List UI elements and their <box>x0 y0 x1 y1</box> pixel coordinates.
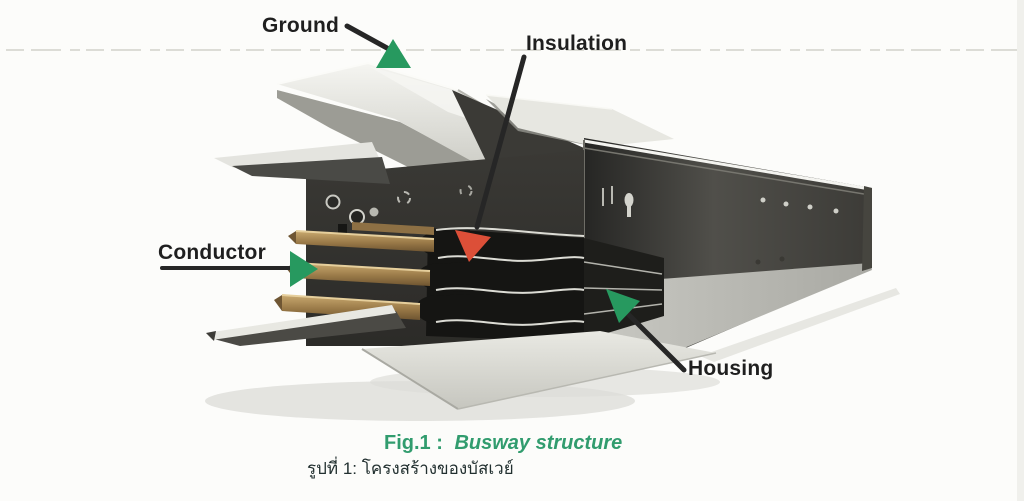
housing-leader-line <box>622 308 687 373</box>
insulation-sleeves-shape <box>415 227 664 342</box>
caption-title: Busway structure <box>454 432 623 454</box>
caption-number: Fig.1 : <box>384 432 443 454</box>
figure-caption-en: Fig.1 : Busway structure <box>384 432 622 455</box>
top-right-flange-shape <box>485 94 674 147</box>
ground-arrowhead-icon <box>376 39 411 68</box>
annotations <box>160 23 687 373</box>
label-conductor: Conductor <box>158 241 266 264</box>
ground-leader-line <box>344 23 390 51</box>
label-ground: Ground <box>262 14 340 37</box>
insulation-leader-line <box>474 54 527 230</box>
label-housing: Housing <box>688 357 774 380</box>
conductor-arrowhead-icon <box>290 251 318 287</box>
page-edge <box>1017 0 1024 501</box>
label-insulation: Insulation <box>526 32 628 55</box>
housing-arrowhead-icon <box>606 289 640 323</box>
insulation-arrowhead-icon <box>455 230 491 262</box>
figure-caption-th: รูปที่ 1: โครงสร้างของบัสเวย์ <box>307 459 514 478</box>
bottom-strip-shape <box>206 305 406 346</box>
side-flange-strip-shape <box>214 142 390 184</box>
